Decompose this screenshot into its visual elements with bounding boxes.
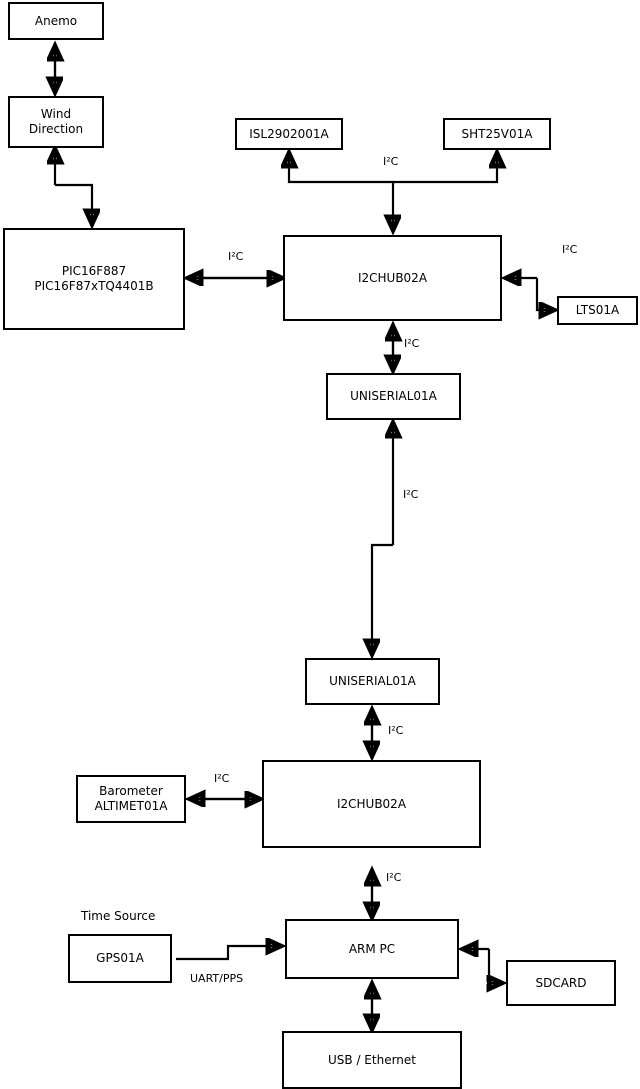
node-usb-ethernet-label: USB / Ethernet (328, 1052, 416, 1067)
node-pic-mcu[interactable]: PIC16F887 PIC16F87xTQ4401B (3, 228, 185, 330)
node-arm-pc[interactable]: ARM PC (285, 919, 459, 979)
node-sdcard-label: SDCARD (535, 975, 587, 990)
node-wind-direction-label: Wind Direction (28, 107, 84, 136)
node-lts01a[interactable]: LTS01A (557, 296, 638, 325)
wire-armpc-sdcard (489, 949, 500, 983)
node-i2chub02a-bottom[interactable]: I2CHUB02A (262, 760, 481, 848)
node-sdcard[interactable]: SDCARD (506, 960, 616, 1006)
node-uniserial01a-bottom-label: UNISERIAL01A (329, 674, 416, 688)
edge-label-hub-armpc: I²C (386, 871, 402, 884)
node-sht25v01a[interactable]: SHT25V01A (443, 118, 551, 150)
node-pic-mcu-label: PIC16F887 PIC16F87xTQ4401B (34, 264, 154, 293)
edge-label-uniserial-hub-bottom: I²C (388, 724, 404, 737)
wire-unitop-unibot (372, 543, 393, 652)
label-time-source: Time Source (81, 909, 156, 923)
node-isl2902001a[interactable]: ISL2902001A (235, 118, 343, 150)
edge-label-sensors-bus: I²C (383, 155, 399, 168)
edge-label-hub-uniserial: I²C (404, 337, 420, 350)
node-uniserial01a-top-label: UNISERIAL01A (350, 389, 437, 403)
edge-label-gps-armpc: UART/PPS (190, 972, 244, 985)
node-i2chub02a-bottom-label: I2CHUB02A (336, 796, 407, 811)
node-i2chub02a-top[interactable]: I2CHUB02A (283, 235, 502, 321)
node-arm-pc-label: ARM PC (348, 941, 396, 956)
wire-hub-lts (535, 278, 552, 310)
node-anemo[interactable]: Anemo (8, 2, 104, 40)
node-i2chub02a-top-label: I2CHUB02A (357, 270, 428, 285)
edge-label-pic-hub: I²C (228, 250, 244, 263)
node-gps01a-label: GPS01A (96, 951, 144, 965)
edge-label-barometer-hub: I²C (214, 772, 230, 785)
node-sht25v01a-label: SHT25V01A (461, 126, 533, 141)
node-barometer-altimet01a-label: Barometer ALTIMET01A (94, 784, 168, 813)
wire-sensorbus-isl (289, 155, 393, 184)
node-barometer-altimet01a[interactable]: Barometer ALTIMET01A (76, 775, 186, 823)
node-usb-ethernet[interactable]: USB / Ethernet (282, 1031, 462, 1089)
node-wind-direction[interactable]: Wind Direction (8, 96, 104, 148)
node-lts01a-label: LTS01A (575, 303, 620, 317)
node-isl2902001a-label: ISL2902001A (249, 126, 329, 141)
wire-sensorbus-sht (393, 155, 497, 184)
edge-label-hub-lts: I²C (562, 243, 578, 256)
wire-wind-pic (55, 183, 92, 222)
node-uniserial01a-top[interactable]: UNISERIAL01A (326, 373, 461, 420)
node-anemo-label: Anemo (34, 13, 78, 28)
node-uniserial01a-bottom[interactable]: UNISERIAL01A (305, 658, 440, 705)
wire-gps-armpc (176, 946, 279, 961)
edge-label-uniserial-uniserial: I²C (403, 488, 419, 501)
node-gps01a[interactable]: GPS01A (68, 934, 172, 983)
